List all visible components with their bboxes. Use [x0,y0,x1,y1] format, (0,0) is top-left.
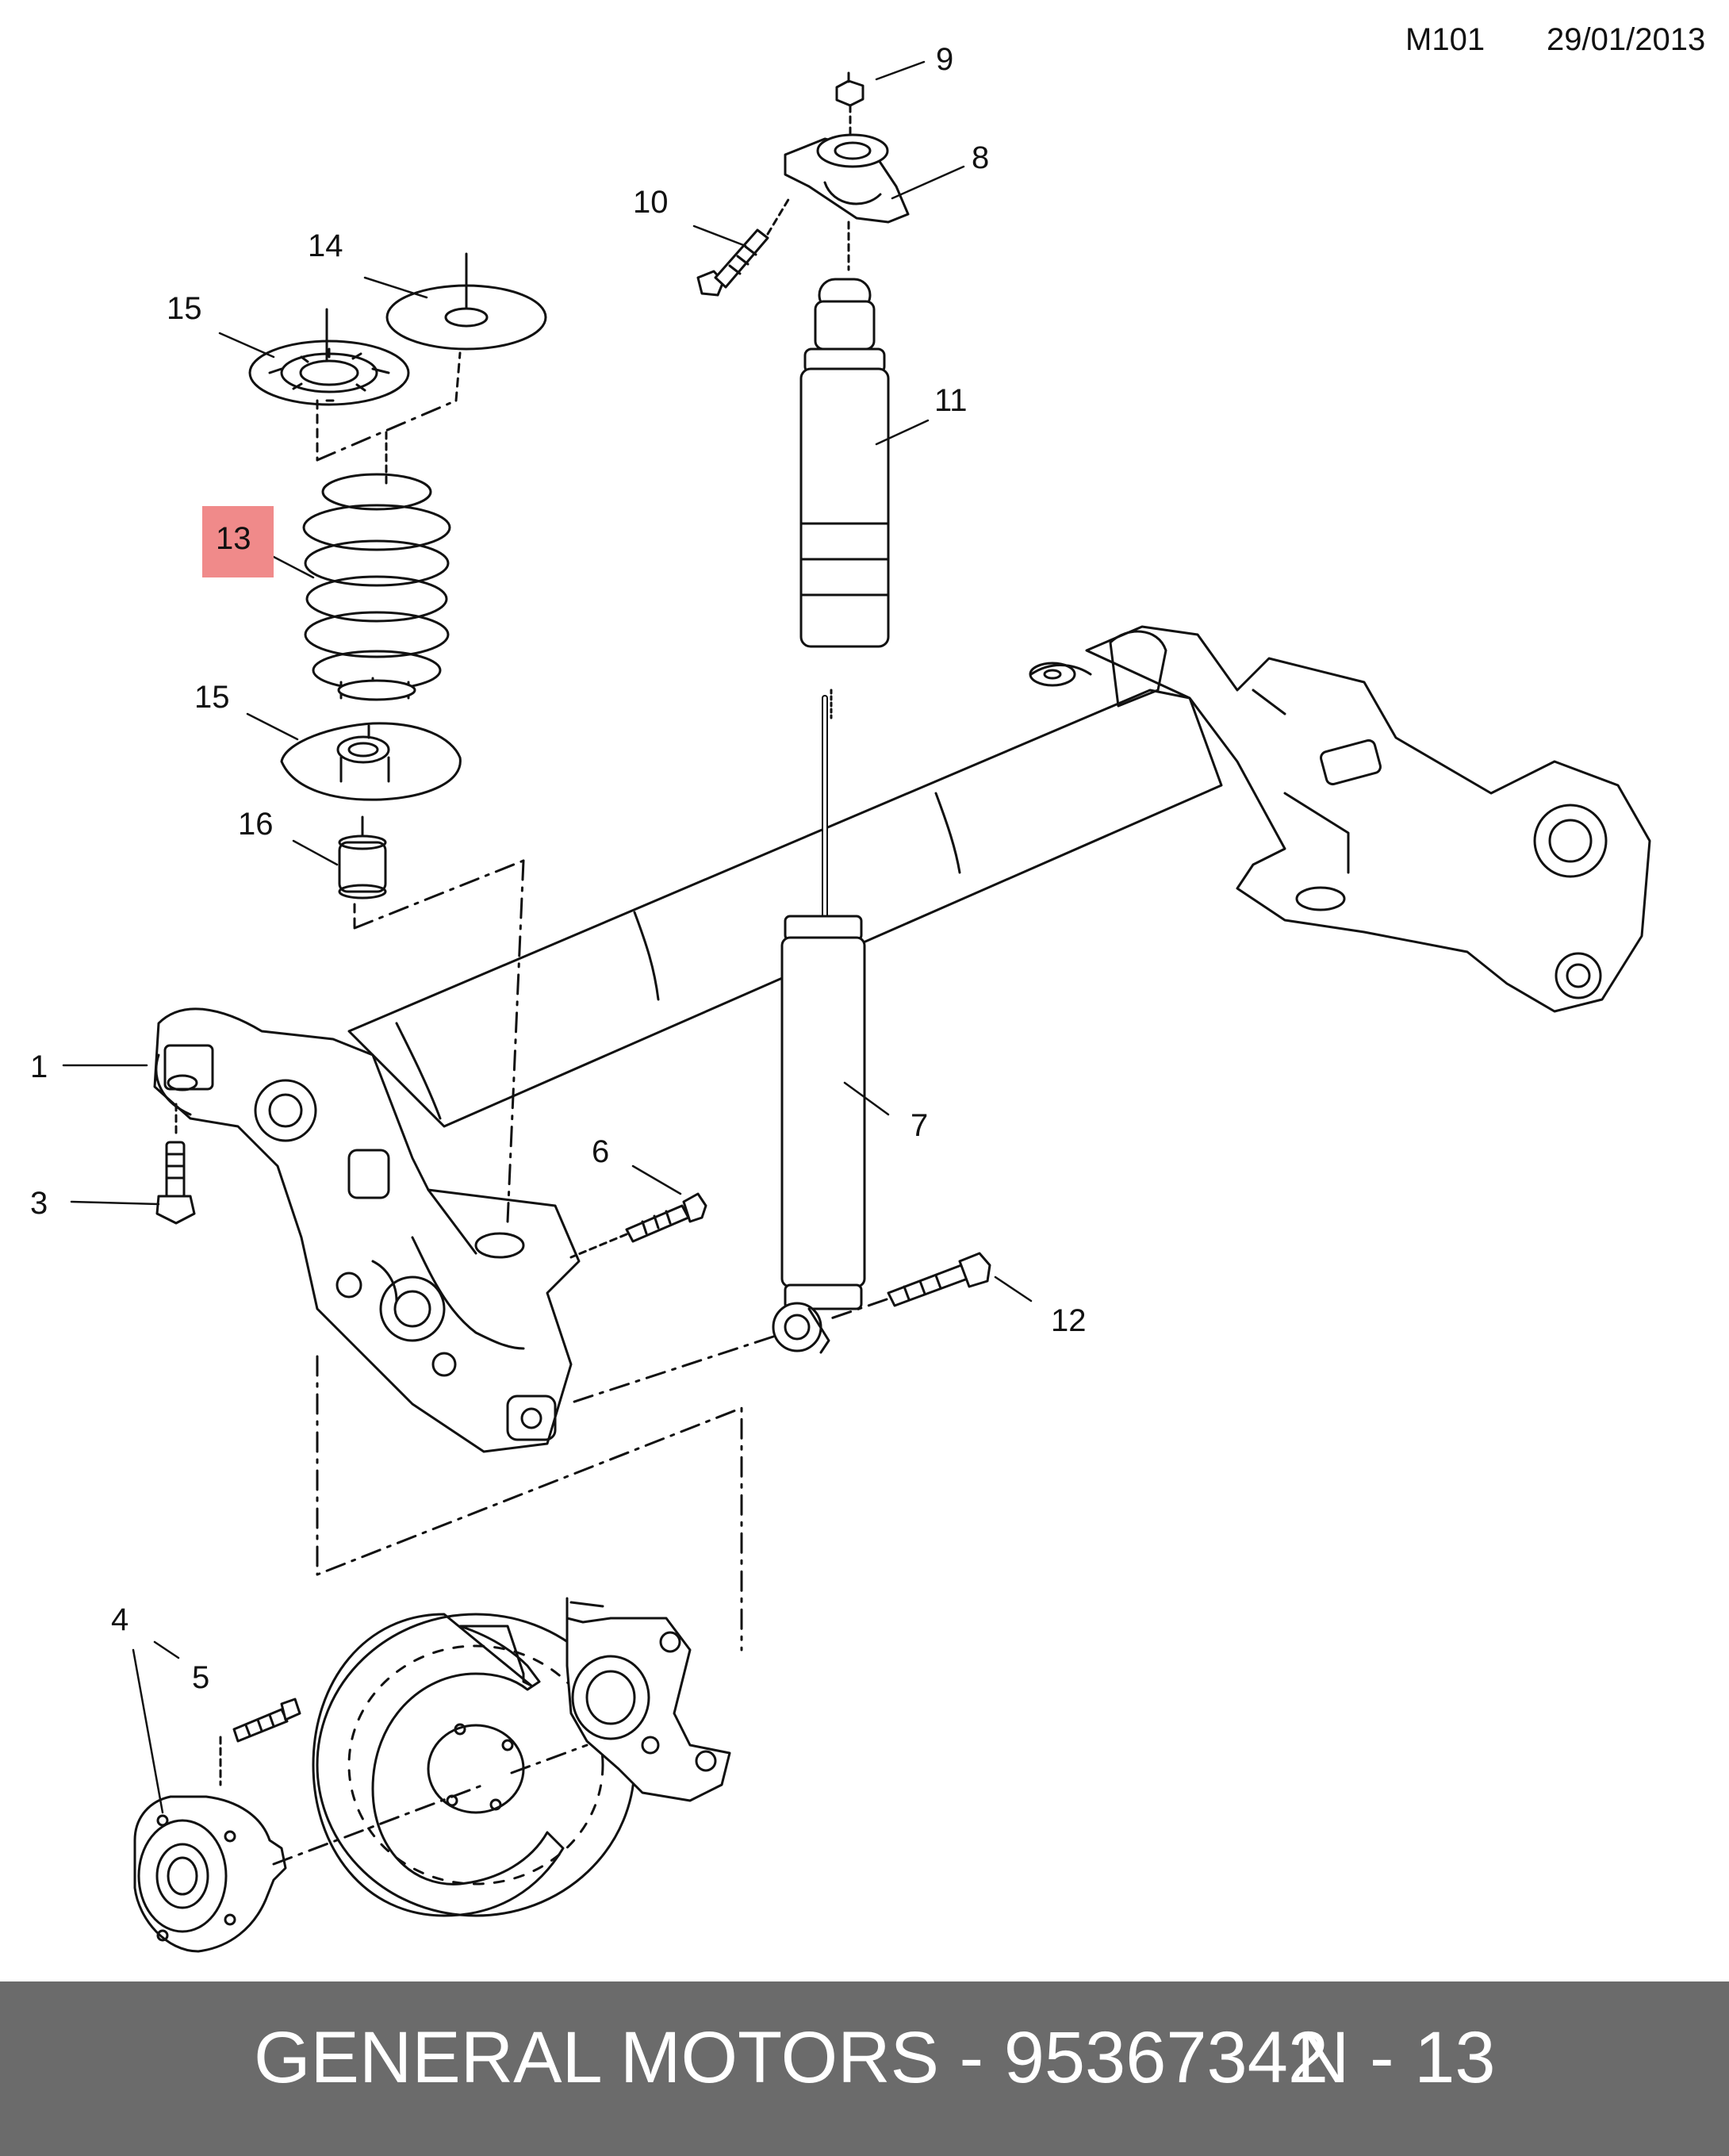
leader-lines [62,60,1033,1814]
callout-13-highlight [202,506,274,577]
bump-stop [338,815,525,1223]
coil-spring [302,431,451,701]
callout-12: 12 [1051,1303,1087,1338]
wheel-hub [133,1744,588,1953]
shock-absorber [772,695,866,1354]
footer-brand-part: GENERAL MOTORS - 95367342 [254,2017,1329,2098]
footer-bar: GENERAL MOTORS - 95367342 N - 13 [0,1981,1729,2156]
suspension-exploded-diagram: 9 8 10 11 14 15 13 15 16 1 3 6 7 12 4 5 [30,42,1651,1953]
callout-4: 4 [111,1602,128,1637]
callout-13: 13 [216,521,251,556]
callout-5: 5 [192,1660,209,1695]
brake-backing-plate [312,1613,636,1917]
callout-7: 7 [911,1108,928,1143]
lower-spring-seat [280,722,462,801]
callout-10: 10 [633,185,669,220]
callout-15-upper: 15 [167,291,202,326]
callout-14: 14 [308,228,343,263]
diagram-date: 29/01/2013 [1547,22,1706,57]
shock-bolt [565,1252,991,1406]
left-trailing-arm [153,1007,581,1453]
hub-bolt [219,1698,301,1786]
steering-knuckle [565,1597,731,1802]
callout-1: 1 [30,1049,48,1084]
callout-16: 16 [238,807,274,842]
callout-11: 11 [934,383,968,418]
callout-6: 6 [592,1134,609,1169]
footer-ref: N - 13 [1297,2017,1496,2098]
assembly-boundary [316,1355,743,1652]
callout-8: 8 [972,140,989,175]
top-nut [835,71,864,135]
mount-bolt [696,197,791,297]
upper-spring-seat [248,308,462,462]
top-mount [784,133,910,271]
spring-washer [385,252,547,351]
callout-3: 3 [30,1186,48,1221]
bracket-bolt [569,1192,707,1259]
callout-9: 9 [936,42,953,77]
arm-bolt [155,1103,196,1225]
callout-15-lower: 15 [194,680,230,715]
diagram-code: M101 [1405,22,1486,57]
rear-axle-beam [347,625,1651,1128]
callout-labels: 9 8 10 11 14 15 13 15 16 1 3 6 7 12 4 5 [30,42,1087,1695]
dust-boot [799,278,890,719]
